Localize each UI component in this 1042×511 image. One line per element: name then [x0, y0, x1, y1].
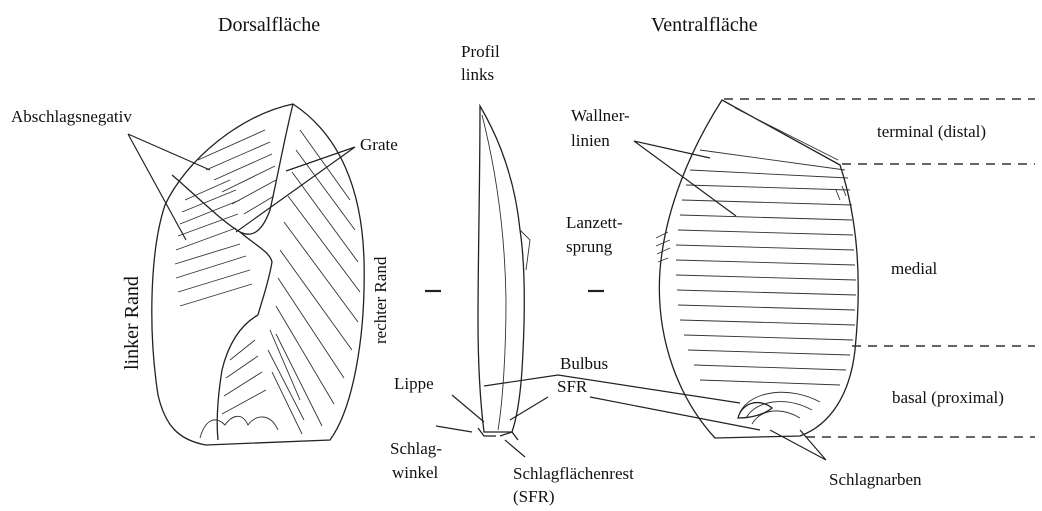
wallner-leaders — [634, 141, 736, 216]
abschlagsnegativ-leaders — [128, 134, 210, 240]
label-rechter-rand: rechter Rand — [371, 256, 390, 344]
profile-drawing — [478, 106, 530, 440]
grate-leaders — [236, 147, 355, 232]
ventral-bulbus — [738, 403, 772, 418]
sfr-leaders — [510, 397, 760, 430]
label-wallner-1: Wallner- — [571, 106, 630, 125]
ventral-outline — [659, 100, 858, 438]
label-wallner-2: linien — [571, 131, 610, 150]
label-schlagnarben: Schlagnarben — [829, 470, 922, 489]
ventral-flake-drawing — [656, 100, 858, 438]
label-zone-terminal: terminal (distal) — [877, 122, 986, 141]
dorsal-ridge-upper — [172, 104, 293, 234]
heading-dorsal: Dorsalfläche — [218, 14, 320, 36]
label-linker-rand: linker Rand — [121, 276, 143, 370]
label-profil: Profil — [461, 42, 500, 61]
dorsal-scar-base — [200, 416, 278, 438]
label-lanzett-2: sprung — [566, 237, 613, 256]
dorsal-ridge-middle — [240, 232, 272, 315]
ventral-ripple-lines — [656, 108, 856, 424]
label-sfr: SFR — [557, 377, 588, 396]
label-abschlagsnegativ: Abschlagsnegativ — [11, 107, 132, 126]
label-lippe: Lippe — [394, 374, 434, 393]
label-bulbus: Bulbus — [560, 354, 608, 373]
label-lanzett-1: Lanzett- — [566, 213, 623, 232]
label-links: links — [461, 65, 494, 84]
label-schlagflaechenrest-2: (SFR) — [513, 487, 555, 506]
label-zone-medial: medial — [891, 259, 938, 278]
label-zone-basal: basal (proximal) — [892, 388, 1004, 407]
zone-dividers — [724, 99, 1035, 437]
leader-lines — [128, 134, 826, 460]
label-schlagwinkel-1: Schlag- — [390, 439, 442, 458]
label-schlagwinkel-2: winkel — [392, 463, 439, 482]
bulbus-leaders — [484, 375, 740, 403]
profile-edge-kink — [520, 230, 530, 270]
lippe-leader — [452, 395, 484, 422]
label-schlagflaechenrest-1: Schlagflächenrest — [513, 464, 634, 483]
heading-ventral: Ventralfläche — [651, 14, 758, 36]
schlagflaechenrest-leader — [505, 440, 525, 457]
label-grate: Grate — [360, 135, 398, 154]
schlagnarben-leaders — [770, 430, 826, 460]
schlagwinkel-leader — [436, 426, 472, 432]
